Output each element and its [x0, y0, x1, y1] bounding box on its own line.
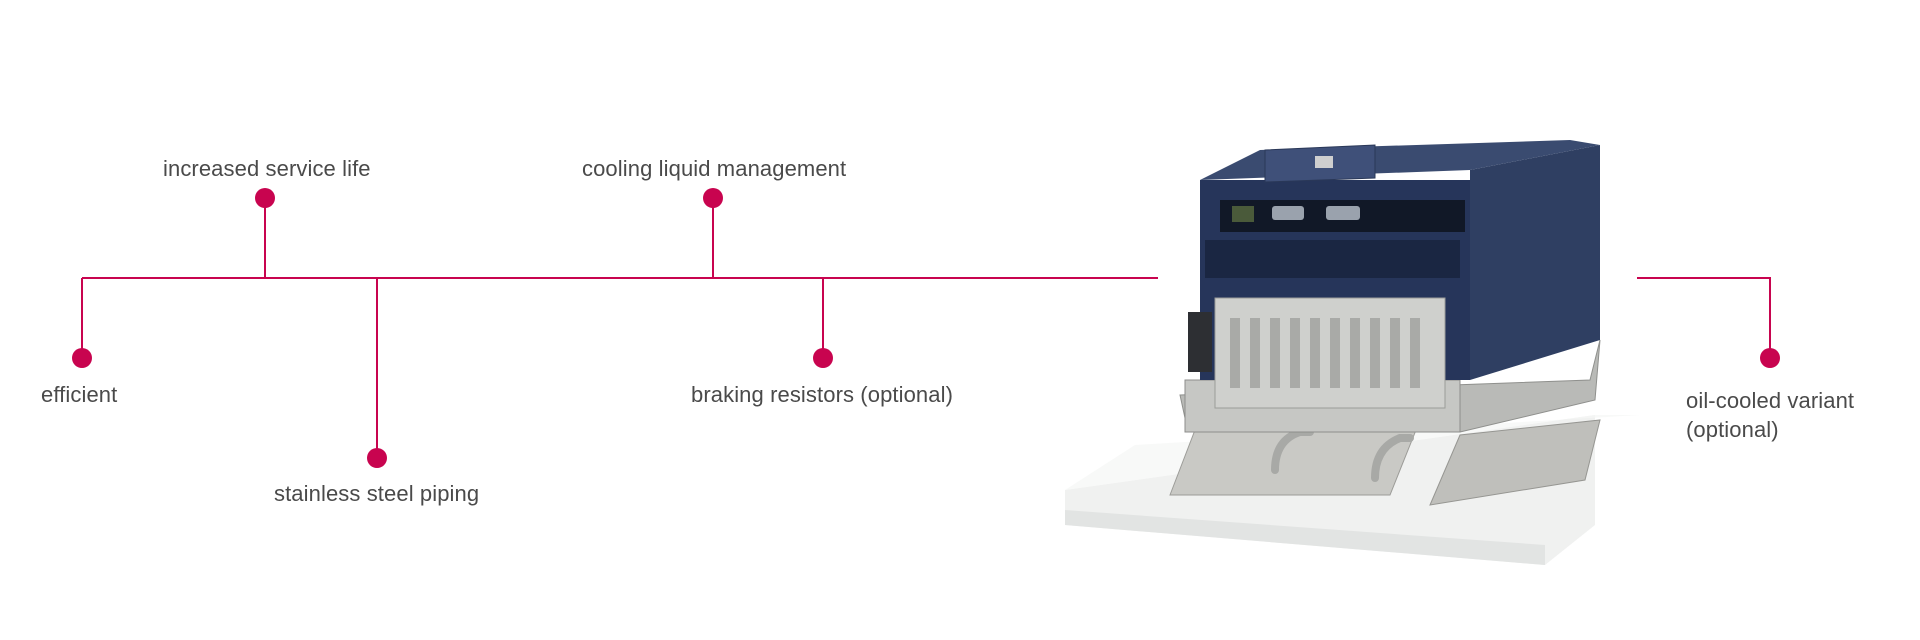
- dot-increased-service-life: [255, 188, 275, 208]
- terminal-cover-ribs: [1230, 318, 1420, 388]
- dot-stainless-steel-piping: [367, 448, 387, 468]
- glass-plate-edge: [1065, 510, 1545, 565]
- mounting-rail-right: [1429, 419, 1601, 506]
- dot-braking-resistors: [813, 348, 833, 368]
- label-cooling-liquid-management: cooling liquid management: [582, 156, 847, 181]
- label-efficient: efficient: [41, 382, 118, 407]
- label-oil-cooled-variant: oil-cooled variant (optional): [1686, 388, 1855, 442]
- sub-d-connector-1: [1272, 206, 1304, 220]
- label-increased-service-life: increased service life: [163, 156, 371, 181]
- inverter-illustration: [1065, 140, 1640, 565]
- sub-d-connector-2: [1326, 206, 1360, 220]
- dot-oil-cooled-variant: [1760, 348, 1780, 368]
- label-stainless-steel-piping: stainless steel piping: [274, 481, 480, 506]
- label-braking-resistors: braking resistors (optional): [691, 382, 954, 407]
- cooling-pipe-outlet: [1371, 434, 1414, 482]
- terminal-block-small: [1232, 206, 1254, 222]
- power-terminals: [1188, 312, 1212, 372]
- connector-lines: [81, 198, 1771, 458]
- callout-dots: [72, 188, 1780, 468]
- dot-efficient: [72, 348, 92, 368]
- housing-side: [1470, 145, 1600, 380]
- ethernet-port-icon: [1315, 156, 1333, 168]
- dot-cooling-liquid-management: [703, 188, 723, 208]
- connector-oil-cooled-variant: [1637, 277, 1771, 358]
- glass-plate-top: [1065, 415, 1640, 490]
- ventilation-grid: [1205, 240, 1460, 278]
